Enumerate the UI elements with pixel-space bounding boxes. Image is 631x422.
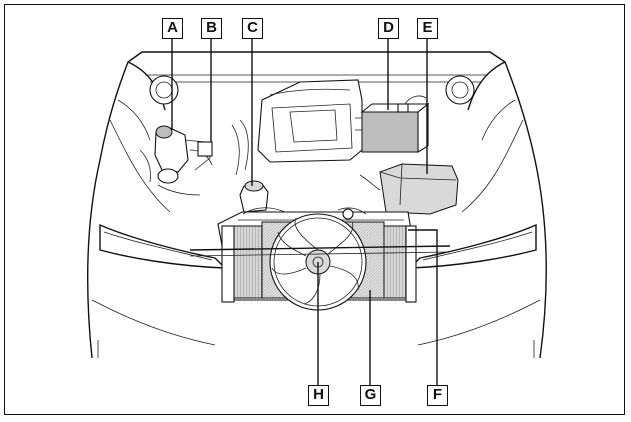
callout-c: C — [242, 18, 263, 39]
battery — [355, 95, 430, 153]
coolant-reservoir — [239, 180, 269, 213]
diagram-frame — [4, 4, 625, 415]
callout-d: D — [378, 18, 399, 39]
callout-b: B — [201, 18, 222, 39]
left-components — [139, 125, 213, 196]
strut-mounts — [149, 75, 475, 105]
callout-e: E — [417, 18, 438, 39]
radiator-assembly — [189, 207, 451, 311]
fuse-box — [359, 163, 459, 215]
callout-h: H — [308, 385, 329, 406]
callout-a: A — [162, 18, 183, 39]
callout-f: F — [427, 385, 448, 406]
callout-g: G — [360, 385, 381, 406]
leader-lines — [171, 37, 438, 385]
